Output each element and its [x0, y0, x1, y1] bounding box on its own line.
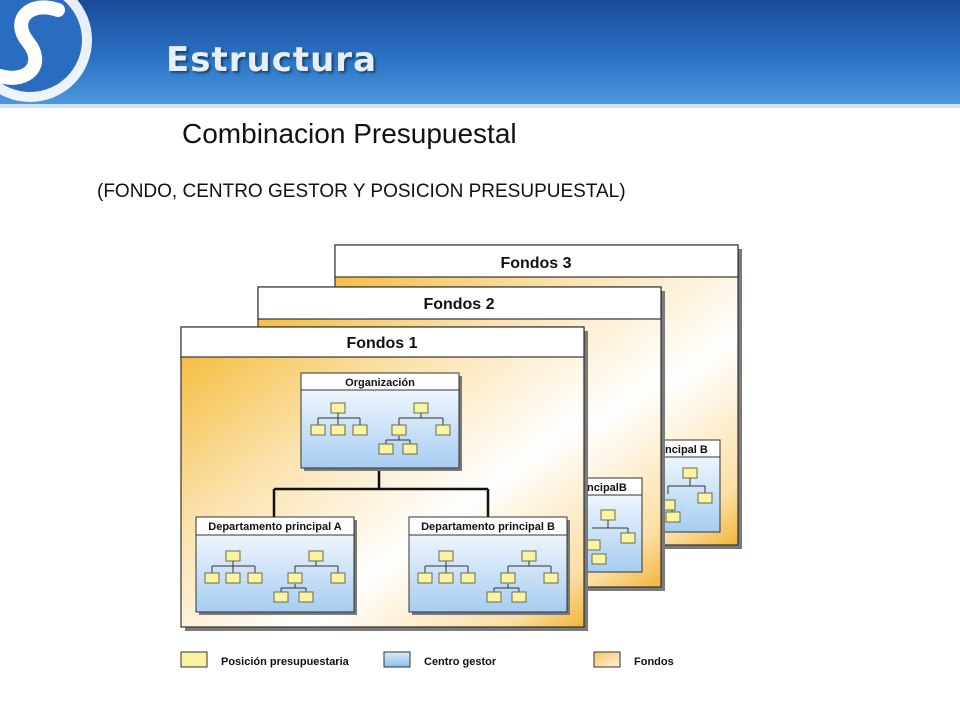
fondos-2-label: Fondos 2 — [423, 296, 494, 313]
slide-title: Estructura — [166, 40, 378, 80]
fondos-1-label: Fondos 1 — [346, 335, 417, 352]
legend-label-centro: Centro gestor — [424, 656, 497, 668]
departamento-a-label: Departamento principal A — [208, 521, 342, 533]
company-logo-icon — [0, 0, 92, 102]
fondos-1-panel: Fondos 1 Organización — [180, 326, 588, 631]
slide-subtitle: Combinacion Presupuestal — [182, 118, 517, 149]
header-divider — [0, 104, 960, 108]
organizacion-box: Organización — [300, 372, 462, 471]
departamento-b-box: Departamento principal B — [408, 516, 570, 615]
departamento-a-box: Departamento principal A — [195, 516, 357, 615]
slide-subtitle-detail: (FONDO, CENTRO GESTOR Y POSICION PRESUPU… — [97, 181, 626, 202]
departamento-b-label: Departamento principal B — [421, 521, 555, 533]
fondos-2-dept-label: incipalB — [584, 482, 627, 494]
legend-label-fondos: Fondos — [634, 656, 674, 668]
fondos-3-dept-label: incipal B — [662, 444, 708, 456]
fondos-3-label: Fondos 3 — [500, 255, 571, 272]
legend-label-posicion: Posición presupuestaria — [221, 656, 350, 668]
legend: Posición presupuestaria Centro gestor Fo… — [180, 651, 674, 668]
organizacion-label: Organización — [345, 377, 415, 389]
legend-item-posicion: Posición presupuestaria — [180, 651, 350, 668]
slide-header — [0, 0, 960, 108]
legend-item-fondos: Fondos — [593, 651, 674, 668]
legend-item-centro: Centro gestor — [383, 651, 497, 668]
